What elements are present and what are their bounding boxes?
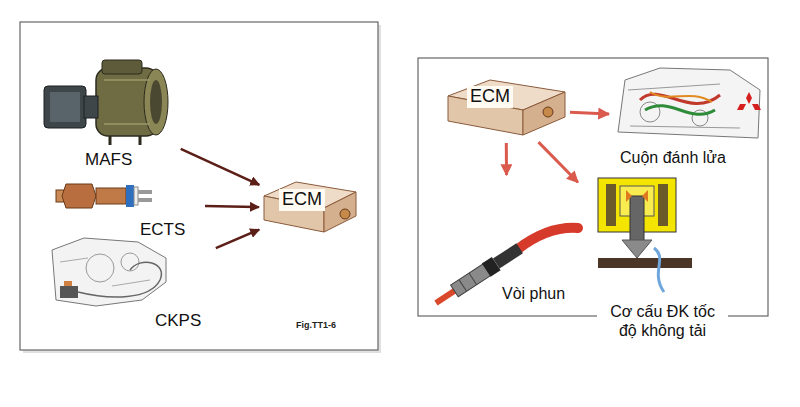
ecm-box: ECM <box>445 78 567 140</box>
node-label: ECTS <box>140 220 185 240</box>
ecm-box: ECM <box>262 180 358 236</box>
ecm-module-picture <box>340 209 350 219</box>
mafs-sensor-picture <box>50 92 80 122</box>
ects-sensor-picture <box>126 185 134 207</box>
ckps-sensor-picture <box>52 238 166 306</box>
idle-speed-actuator-picture <box>622 240 652 258</box>
figure-label: Fig.TT1-6 <box>296 320 336 330</box>
sensor-node: CKPS <box>45 236 213 334</box>
idle-speed-actuator-picture <box>630 196 644 244</box>
ignition-coil-picture <box>650 92 712 102</box>
idle-speed-actuator-picture <box>598 258 692 268</box>
injector-picture <box>493 243 523 268</box>
injector-picture <box>518 228 578 249</box>
sensor-node: MAFS <box>38 58 178 173</box>
signal-arrow <box>505 143 508 175</box>
right-panel <box>418 58 768 316</box>
actuator-node: Cuộn đánh lửa <box>612 62 762 174</box>
idle-speed-actuator-picture <box>658 184 668 226</box>
mafs-sensor-picture <box>102 60 142 74</box>
ecm-module-picture <box>264 182 356 232</box>
idle-speed-actuator-picture <box>642 190 648 202</box>
mafs-sensor-picture <box>44 60 168 145</box>
ignition-coil-picture <box>737 104 746 110</box>
idle-speed-actuator-picture <box>606 184 616 226</box>
injector-picture <box>432 228 578 310</box>
actuator-node: Vòi phun <box>432 178 582 306</box>
ckps-sensor-picture <box>78 262 161 297</box>
ecm-module-picture <box>448 80 565 135</box>
ignition-coil-picture <box>618 68 761 138</box>
node-label: Vòi phun <box>502 284 565 303</box>
ckps-sensor-picture <box>64 281 72 286</box>
ignition-coil-picture <box>618 68 760 138</box>
ects-sensor-picture <box>134 187 138 205</box>
mafs-sensor-picture <box>104 80 150 124</box>
node-label: CKPS <box>155 311 201 331</box>
ignition-coil-picture <box>645 106 715 115</box>
ckps-sensor-picture <box>60 286 78 298</box>
ignition-coil-picture <box>746 92 752 104</box>
node-label: MAFS <box>85 150 132 170</box>
ects-sensor-picture <box>62 184 96 208</box>
ckps-sensor-picture <box>86 254 114 282</box>
ects-sensor-picture <box>96 188 126 204</box>
idle-speed-actuator-picture <box>598 178 692 292</box>
node-label: ECM <box>467 86 513 108</box>
injector-picture <box>459 273 477 291</box>
actuator-node: Cơ cấu ĐK tốc độ không tải <box>580 176 740 356</box>
ecm-module-picture <box>523 92 565 135</box>
ecm-module-picture <box>543 107 553 117</box>
signal-arrow <box>570 112 609 114</box>
left-panel <box>20 22 381 353</box>
signal-arrow <box>216 230 259 249</box>
mafs-sensor-picture <box>144 69 168 135</box>
mafs-sensor-picture <box>110 136 140 145</box>
signal-arrow <box>181 149 260 185</box>
mafs-sensor-picture <box>44 86 86 128</box>
idle-speed-actuator-picture <box>654 248 664 292</box>
node-label: Cơ cấu ĐK tốc độ không tải <box>597 302 728 340</box>
right-panel <box>418 58 768 316</box>
node-label: Cuộn đánh lửa <box>620 148 726 167</box>
ignition-coil-picture <box>752 104 761 110</box>
ckps-sensor-picture <box>60 258 150 286</box>
signal-arrow <box>205 206 259 207</box>
left-panel <box>20 22 378 350</box>
ckps-sensor-picture <box>121 253 139 271</box>
ects-sensor-picture <box>138 190 152 194</box>
ecm-module-picture <box>324 192 356 232</box>
node-label: ECM <box>279 189 325 211</box>
mafs-sensor-picture <box>150 80 162 124</box>
ignition-coil-picture <box>628 84 740 128</box>
signal-arrow <box>539 142 578 182</box>
idle-speed-actuator-picture <box>626 190 632 202</box>
ects-sensor-picture <box>138 198 152 202</box>
ects-sensor-picture <box>56 184 152 208</box>
ckps-sensor-picture <box>52 238 166 306</box>
sensor-node: ECTS <box>50 166 202 243</box>
mafs-sensor-picture <box>84 96 98 118</box>
